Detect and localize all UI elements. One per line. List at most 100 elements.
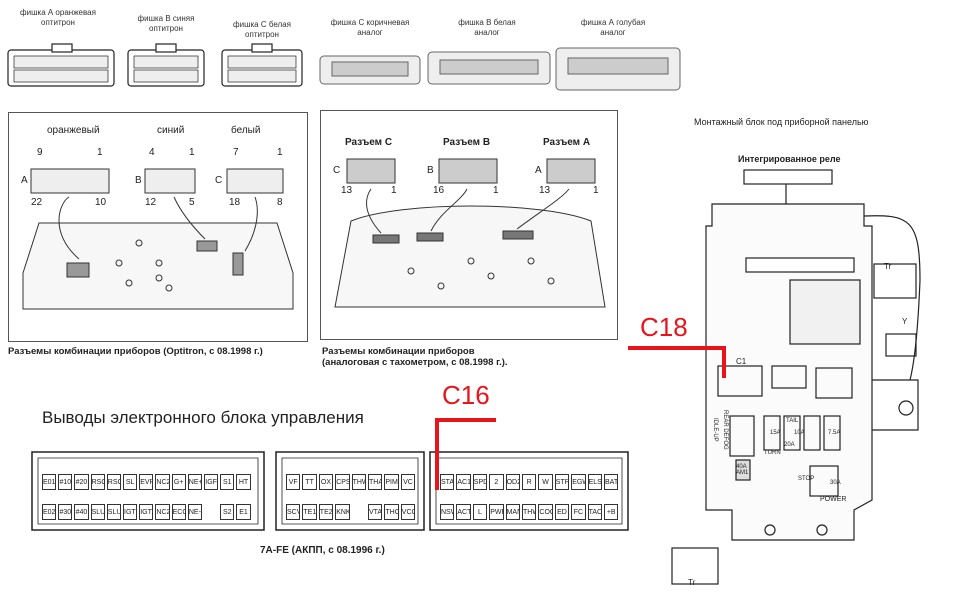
ecu-pin: CPS [335, 474, 350, 490]
ecu-pin: W [538, 474, 553, 490]
caption-line: аналог [357, 28, 383, 37]
analog-a-left: 13 [539, 185, 551, 196]
ecu-pin: E02 [42, 504, 57, 520]
connector-caption-b-white: фишка В белая аналог [442, 18, 532, 38]
connector-caption-b-blue: фишка В синяя оптитрон [126, 14, 206, 34]
opt-b-top-left: 4 [149, 147, 155, 158]
opt-b-top-right: 1 [189, 147, 195, 158]
opt-b-bot-right: 5 [189, 197, 195, 208]
ecu-pin: #20 [74, 474, 89, 490]
fuse-label-rear-defog: REAR DEFOG [722, 410, 728, 450]
ecu-pin: VC [400, 474, 416, 490]
ecu-connector-outline [31, 451, 629, 531]
connector-caption-c-white: фишка С белая оптитрон [222, 20, 302, 40]
fuse-label-am1: 40A AM1 [736, 464, 749, 476]
connector-caption-a-orange: фишка А оранжевая оптитрон [8, 8, 108, 28]
fusebox-drawing [671, 169, 921, 585]
ecu-pin: STA [440, 474, 455, 490]
fuse-label-tail: TAIL [786, 418, 799, 424]
ecu-pin: HT [236, 474, 251, 490]
caption-line: аналог [474, 28, 500, 37]
ecu-pin: PIM [384, 474, 399, 490]
ecu-pin: RSC [106, 474, 121, 490]
fuse-label-power: POWER [820, 496, 847, 503]
fuse-label-7-5a: 7.5A [828, 430, 841, 436]
fusebox-connector-tr-bottom: Tr [688, 578, 696, 587]
opt-a-top-right: 1 [97, 147, 103, 158]
color-orange: оранжевый [47, 125, 100, 136]
opt-a-bot-right: 10 [95, 197, 107, 208]
fuse-label-stop: STOP [798, 476, 815, 482]
ecu-pin: S2 [220, 504, 235, 520]
ecu-pin: COO [538, 504, 553, 520]
ecu-pin: TE1 [302, 504, 317, 520]
ecu-pin: SCV [286, 504, 301, 520]
opt-c-top-right: 1 [277, 147, 283, 158]
analog-connectors-panel: Разъем С Разъем В Разъем А C B A 13 1 16… [320, 110, 618, 340]
ecu-pin: SLU- [106, 504, 121, 520]
caption-line: фишка А оранжевая [20, 8, 96, 17]
ecu-pin: OD2 [505, 474, 520, 490]
analog-b-letter: B [427, 165, 434, 176]
ecu-caption: 7A-FE (АКПП, с 08.1996 г.) [260, 545, 385, 556]
c18-pointer [628, 346, 726, 378]
ecu-pin: SPD [472, 474, 488, 490]
analog-c-letter: C [333, 165, 341, 176]
opt-a-top-left: 9 [37, 147, 43, 158]
opt-c-bot-right: 8 [277, 197, 283, 208]
optitron-caption: Разъемы комбинации приборов (Optitron, с… [8, 346, 263, 357]
ecu-pin: TT [302, 474, 317, 490]
connector-c-white-drawing [221, 43, 303, 87]
ecu-pin: IGF [204, 474, 219, 490]
ecu-pin: NC2- [155, 504, 170, 520]
opt-c-letter: C [215, 175, 223, 186]
caption-line: оптитрон [245, 30, 279, 39]
ecu-pin: IGT1 [123, 504, 138, 520]
ecu-pin: BATT [604, 474, 619, 490]
ecu-pin: PWR [489, 504, 504, 520]
ecu-pin: L [472, 504, 488, 520]
c16-label: C16 [442, 380, 490, 410]
fusebox-connector-y: Y [902, 317, 908, 326]
analog-a-letter: A [535, 165, 542, 176]
fusebox-title: Монтажный блок под приборной панелью [694, 117, 869, 127]
ecu-pin: NE- [187, 504, 202, 520]
fuse-label-10a: 10A [794, 430, 805, 436]
connector-caption-a-lightblue: фишка А голубая аналог [568, 18, 658, 38]
ecu-pin: #10 [58, 474, 73, 490]
ecu-pin: THA [368, 474, 383, 490]
ecu-pin: TAC [587, 504, 602, 520]
connector-a-orange-drawing [7, 43, 115, 87]
ecu-pin: RSO [90, 474, 105, 490]
ecu-pin: R [522, 474, 537, 490]
c18-label: C18 [640, 312, 688, 342]
opt-a-bot-left: 22 [31, 197, 43, 208]
analog-b-left: 16 [433, 185, 445, 196]
ecu-pin: VF [286, 474, 301, 490]
opt-b-bot-left: 12 [145, 197, 157, 208]
ecu-pin: NC2+ [155, 474, 170, 490]
color-blue: синий [157, 125, 185, 136]
fuse-label-30a: 30A [830, 480, 841, 486]
ecu-pin: AC1 [456, 474, 471, 490]
instrument-cluster-optitron-drawing [22, 168, 294, 310]
ecu-pin: ELS [587, 474, 602, 490]
caption-line: фишка В синяя [137, 14, 195, 23]
ecu-title: Выводы электронного блока управления [42, 408, 364, 427]
ecu-pin: IGT1 [139, 504, 154, 520]
connector-caption-c-brown: фишка С коричневая аналог [320, 18, 420, 38]
ecu-pin: FC [571, 504, 586, 520]
ecu-pin: ED [554, 504, 570, 520]
ecu-pin: VTA [368, 504, 383, 520]
ecu-pin: #40 [74, 504, 89, 520]
opt-c-top-left: 7 [233, 147, 239, 158]
ecu-pin: VCC [400, 504, 416, 520]
opt-b-letter: B [135, 175, 142, 186]
ecu-pin: ACT [456, 504, 471, 520]
caption-line: оптитрон [41, 18, 75, 27]
caption-line: оптитрон [149, 24, 183, 33]
caption-line: фишка С белая [233, 20, 291, 29]
analog-a-right: 1 [593, 185, 599, 196]
ecu-pin: NE+ [187, 474, 202, 490]
analog-c-right: 1 [391, 185, 397, 196]
